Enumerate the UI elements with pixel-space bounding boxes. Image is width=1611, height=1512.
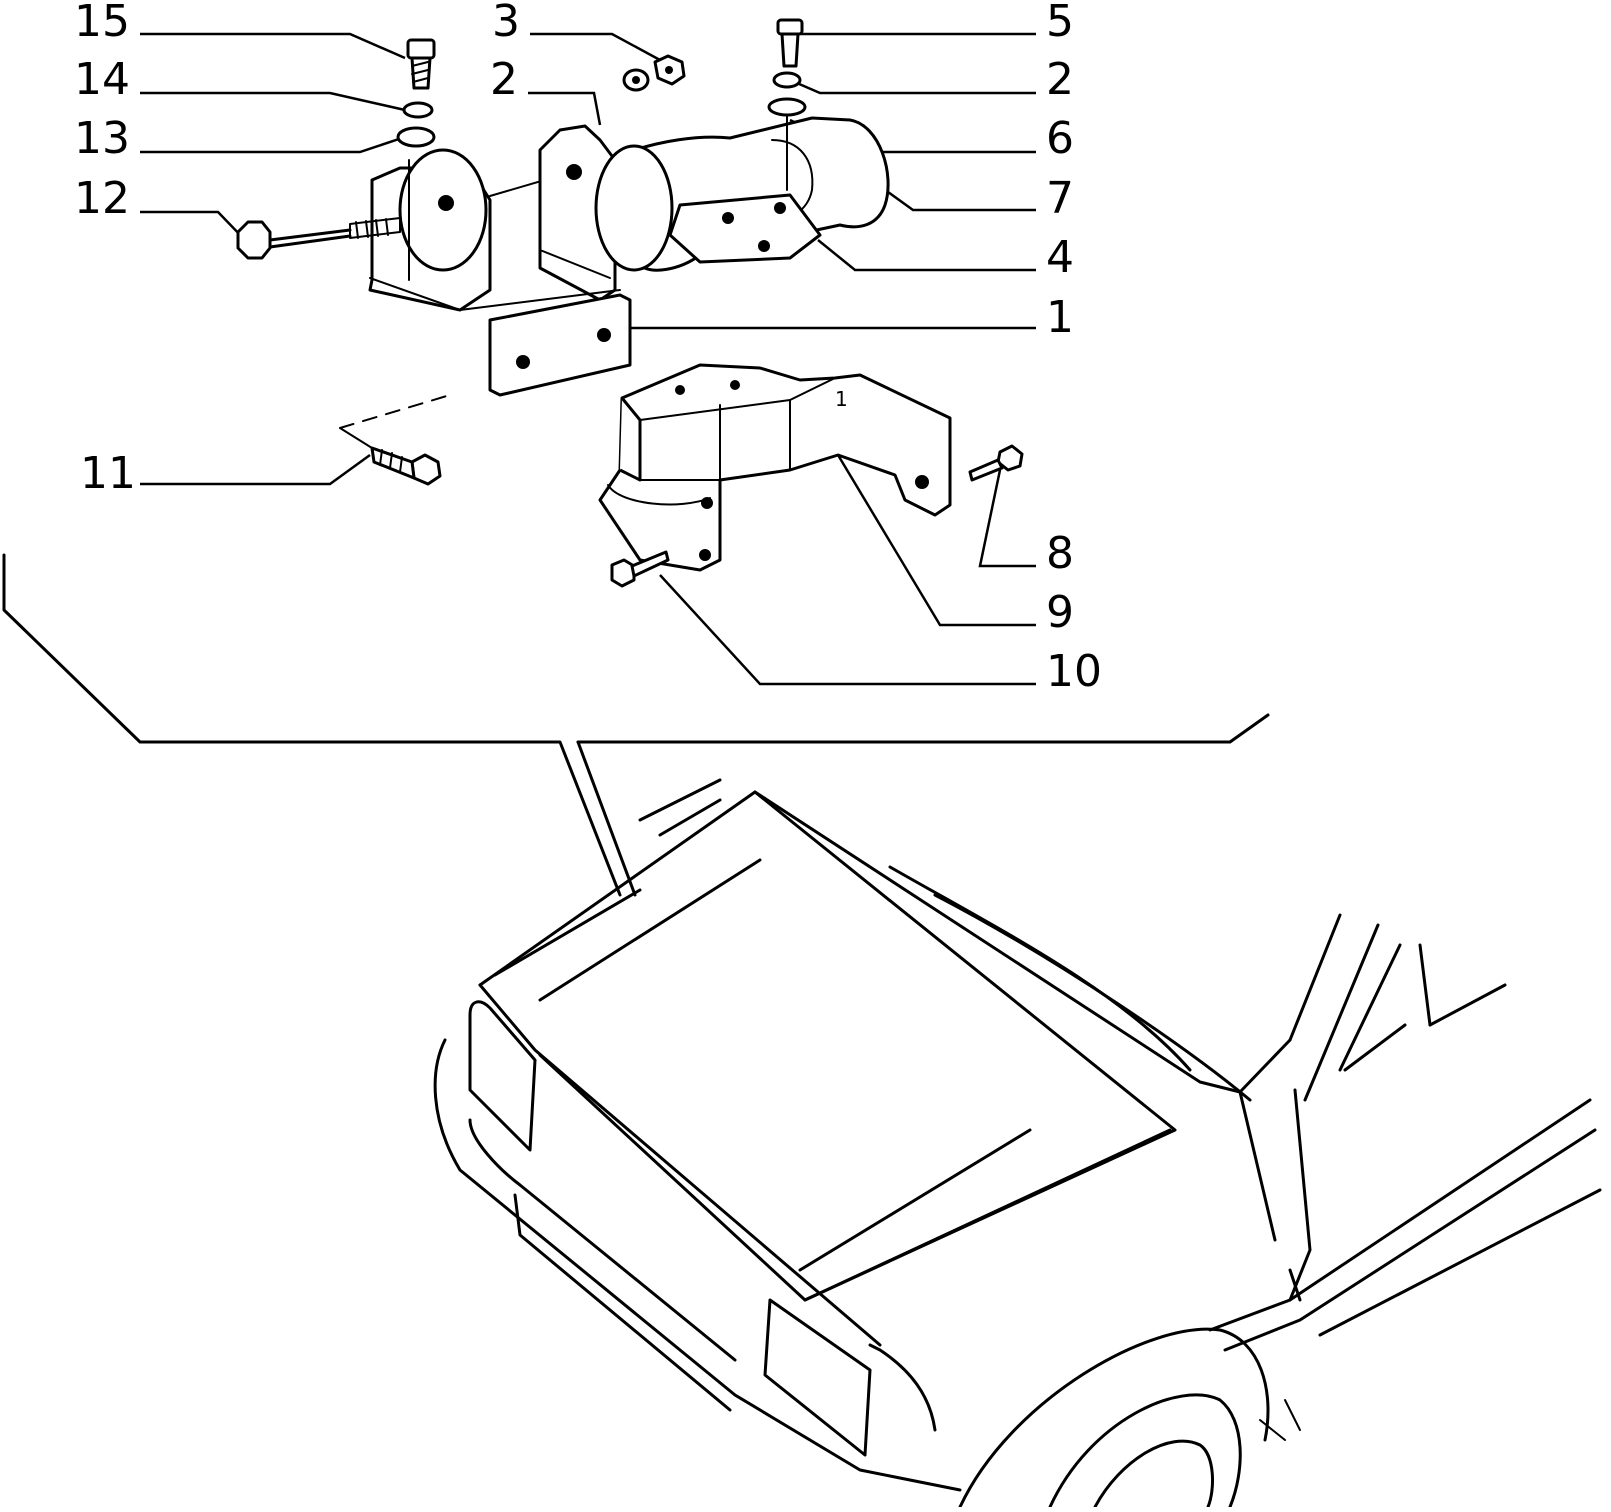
callout-1: 1: [1046, 292, 1074, 343]
callout-15: 15: [74, 0, 130, 47]
lower-bracket-9: 1: [598, 363, 952, 572]
callout-labels: 15 14 13 12 11 3 2 5 2 6 7 4 1 8 9 10: [74, 0, 1102, 697]
washer-14: [402, 101, 434, 119]
plate-4: [668, 193, 822, 264]
horn-assembly: [236, 18, 890, 397]
screw-5: [776, 18, 804, 68]
callout-8: 8: [1046, 528, 1074, 579]
bolt-11: [370, 446, 442, 486]
callout-13: 13: [74, 113, 130, 164]
callout-4: 4: [1046, 232, 1074, 283]
callout-14: 14: [74, 54, 130, 105]
callout-7: 7: [1046, 173, 1074, 224]
screw-10: [610, 550, 670, 588]
callout-11: 11: [80, 448, 136, 499]
leader-lines: [140, 32, 1036, 686]
detail-frame: [2, 553, 1270, 897]
washer-13: [396, 126, 436, 148]
screw-8: [968, 444, 1024, 482]
right-horn-mouth: [594, 144, 674, 272]
bracket-1-plate: [488, 293, 632, 397]
screw-15: [406, 38, 436, 90]
callout-10: 10: [1046, 646, 1102, 697]
callout-5: 5: [1046, 0, 1074, 47]
callout-2-right: 2: [1046, 54, 1074, 105]
callout-6: 6: [1046, 113, 1074, 164]
car-illustration: [433, 778, 1602, 1509]
washer-2-right: [772, 71, 802, 89]
callout-12: 12: [74, 173, 130, 224]
washer-6: [767, 97, 807, 117]
washer-2-left: [622, 68, 650, 92]
callout-2-left: 2: [490, 54, 518, 105]
callout-9: 9: [1046, 587, 1074, 638]
bracket-marking: 1: [835, 387, 848, 411]
bolt-12: [236, 217, 401, 260]
nut-3: [653, 54, 686, 86]
callout-3: 3: [492, 0, 520, 47]
